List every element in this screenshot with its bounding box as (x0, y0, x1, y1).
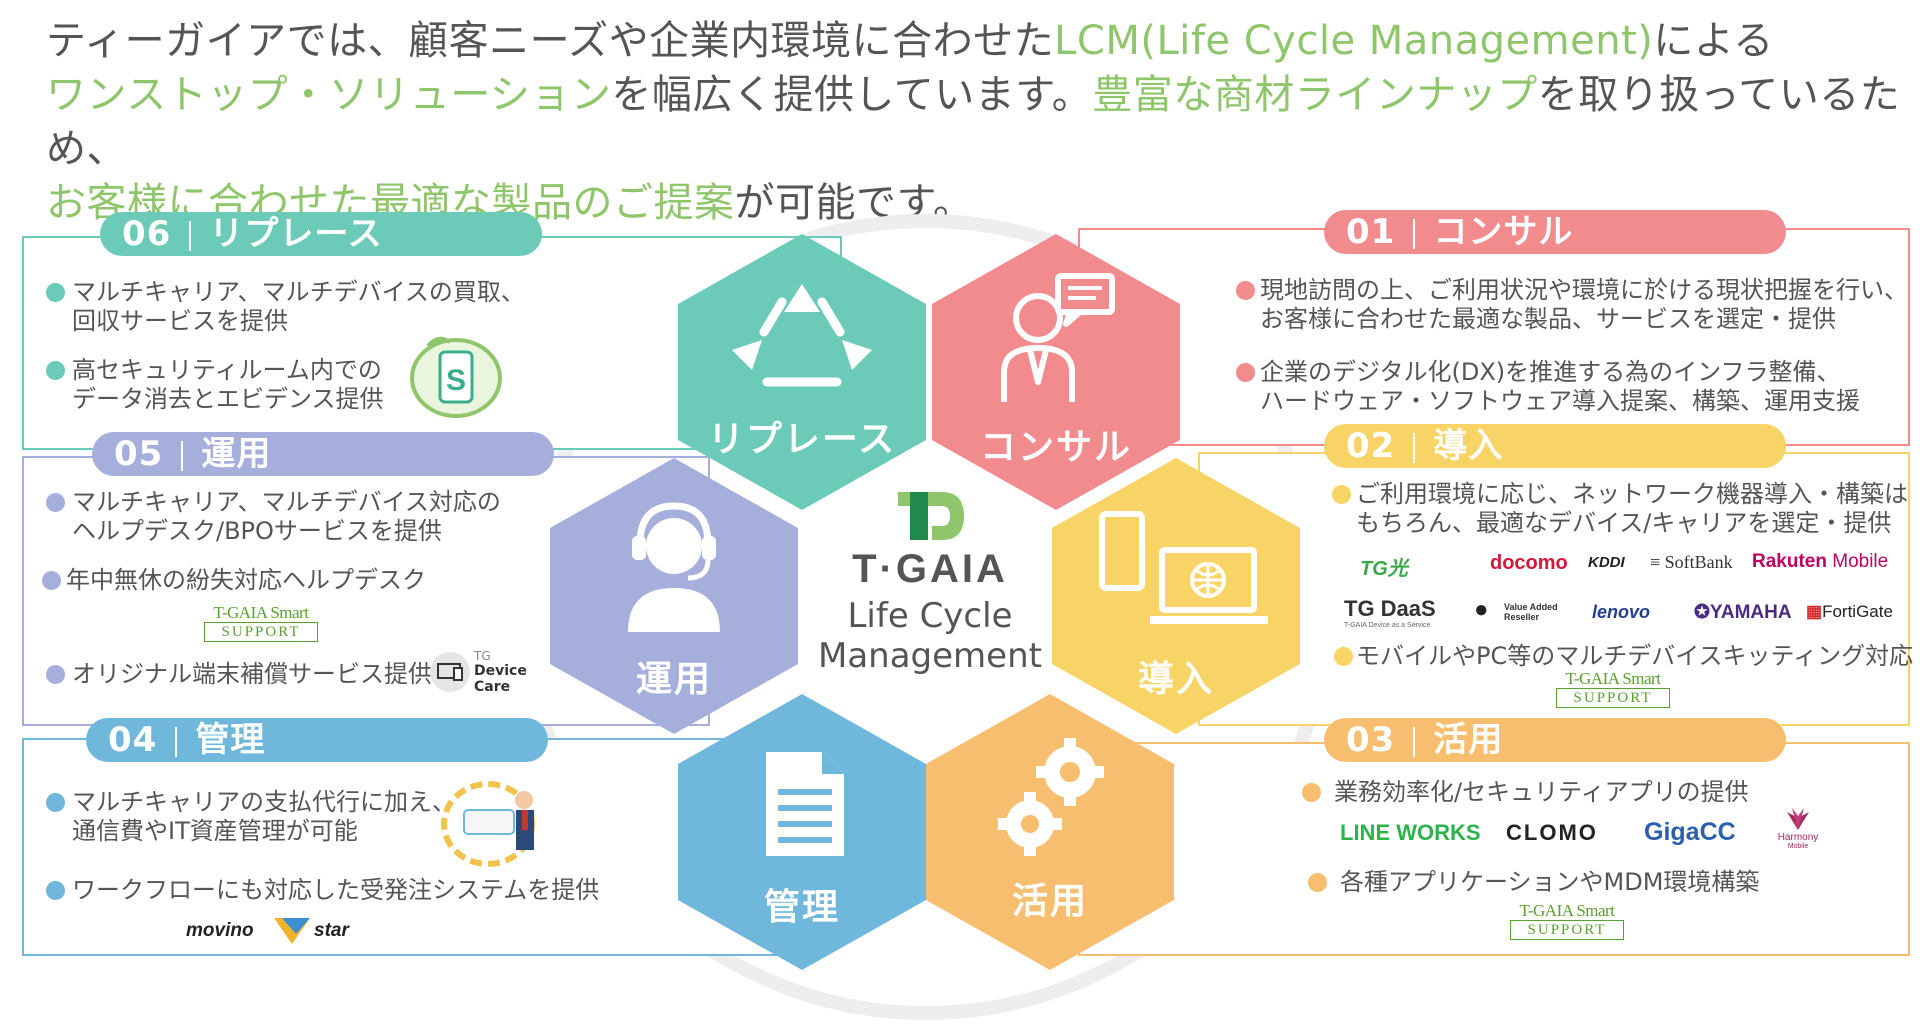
docomo-logo: docomo (1490, 552, 1568, 574)
vendor-logos-row-2: TG DaaS T-GAIA Device as a Service ● Val… (1344, 596, 1904, 636)
bullet-01-1: 現地訪問の上、ご利用状況や環境に於ける現状把握を行い、お客様に合わせた最適な製品… (1236, 276, 1908, 334)
panel-03-katsuyo (1078, 742, 1910, 956)
headset-operator-icon (628, 502, 720, 632)
tg-daas-logo: TG DaaS (1344, 596, 1436, 621)
gears-icon (998, 738, 1104, 856)
hex-unyo-label: 運用 (635, 659, 712, 700)
hex-kanri-label: 管理 (763, 887, 840, 928)
hex-katsuyo-label: 活用 (1011, 881, 1088, 922)
panel-02-donyu (1198, 452, 1910, 726)
hex-replace[interactable]: リプレース (672, 232, 932, 512)
tg-daas-sub: T-GAIA Device as a Service (1344, 622, 1431, 629)
center-logo: T·GAIA Life Cycle Management (800, 486, 1060, 676)
recycle-icon (732, 284, 872, 387)
bullet-03-2: 各種アプリケーションやMDM環境構築 (1308, 868, 1759, 897)
hex-replace-label: リプレース (707, 419, 897, 460)
hex-consul-label: コンサル (979, 427, 1132, 468)
hex-donyu[interactable]: 導入 (1046, 456, 1306, 736)
harmony-flower-icon (1787, 808, 1809, 830)
app-logos-row: LINE WORKS CLOMO GigaCC Harmony Mobile (1340, 806, 1820, 866)
line-works-logo: LINE WORKS (1340, 820, 1481, 845)
bullet-01-2: 企業のデジタル化(DX)を推進する為のインフラ整備、ハードウェア・ソフトウェア導… (1236, 358, 1860, 416)
center-line-1: Life Cycle (847, 596, 1013, 636)
vendor-logos-row-1: TG光 docomo KDDI ≡ SoftBank Rakuten Mobil… (1360, 548, 1900, 580)
hex-katsuyo[interactable]: 活用 (920, 692, 1180, 972)
lenovo-logo: lenovo (1592, 602, 1651, 622)
hex-unyo[interactable]: 運用 (544, 456, 804, 736)
header-line-1: ティーガイアでは、顧客ニーズや企業内環境に合わせたLCM(Life Cycle … (46, 18, 1774, 64)
hex-consul[interactable]: コンサル (926, 232, 1186, 512)
hex-kanri[interactable]: 管理 (672, 692, 932, 972)
consultant-icon (1001, 273, 1115, 402)
bullet-04-2: ワークフローにも対応した受発注システムを提供 (46, 876, 599, 905)
bullet-06-2: 高セキュリティルーム内でのデータ消去とエビデンス提供 (46, 356, 384, 414)
gigacc-logo: GigaCC (1644, 818, 1736, 846)
tgaia-logo-mark (898, 492, 964, 540)
svg-text:S: S (446, 364, 466, 397)
bullet-05-3: オリジナル端末補償サービス提供 (46, 660, 432, 689)
bullet-04-1: マルチキャリアの支払代行に加え、通信費やIT資産管理が可能 (46, 788, 456, 846)
header-text: ティーガイアでは、顧客ニーズや企業内環境に合わせたLCM(Life Cycle … (46, 14, 1906, 230)
bullet-02-1: ご利用環境に応じ、ネットワーク機器導入・構築はもちろん、最適なデバイス/キャリア… (1332, 480, 1908, 538)
tg-hikari-logo: TG光 (1360, 558, 1408, 580)
rakuten-mobile-logo: Rakuten Mobile (1752, 551, 1889, 572)
center-brand: T·GAIA (852, 547, 1008, 591)
bullet-05-1: マルチキャリア、マルチデバイス対応のヘルプデスク/BPOサービスを提供 (46, 488, 501, 546)
kddi-logo: KDDI (1588, 554, 1625, 571)
header-line-2: ワンストップ・ソリューションを幅広く提供しています。豊富な商材ラインナップを取り… (46, 72, 1901, 172)
apple-icon: ● (1474, 596, 1489, 623)
bullet-05-2: 年中無休の紛失対応ヘルプデスク (42, 566, 426, 595)
center-line-2: Management (818, 636, 1042, 676)
bullet-03-1: 業務効率化/セキュリティアプリの提供 (1302, 778, 1749, 807)
bullet-06-1: マルチキャリア、マルチデバイスの買取、回収サービスを提供 (46, 278, 525, 336)
asset-management-illustration (441, 781, 535, 867)
hex-donyu-label: 導入 (1137, 659, 1214, 700)
apple-var-logo: Value Added Reseller (1504, 602, 1558, 622)
tg-device-care-logo: TG Device Care (428, 650, 527, 698)
document-icon (766, 752, 844, 856)
clomo-logo: CLOMO (1506, 820, 1598, 845)
bullet-02-2: モバイルやPC等のマルチデバイスキッティング対応 (1334, 642, 1913, 671)
harmony-mobile-logo: Harmony Mobile (1774, 806, 1822, 851)
yamaha-logo: ✪YAMAHA (1694, 602, 1792, 623)
softbank-logo: ≡ SoftBank (1650, 552, 1733, 572)
devices-icon (1099, 511, 1268, 624)
smart-s-app-icon: S (410, 336, 502, 418)
movino-star-logo: movino star (186, 914, 366, 948)
fortigate-logo: ▦FortiGate (1806, 602, 1893, 621)
